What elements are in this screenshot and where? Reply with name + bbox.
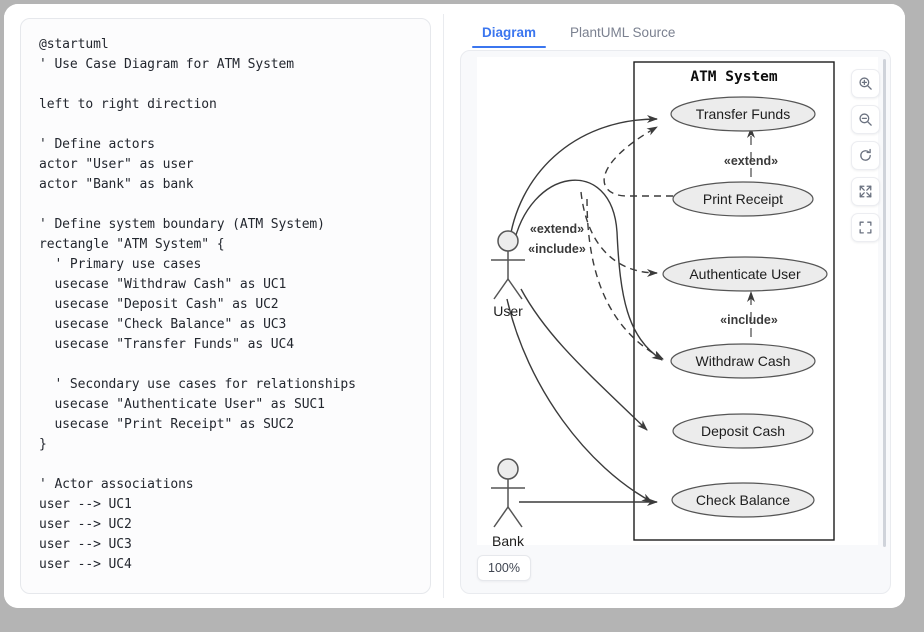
use-case-authenticate-user[interactable]: Authenticate User [662, 256, 828, 292]
preview-pane: Diagram PlantUML Source [444, 4, 905, 608]
app-window: @startuml ' Use Case Diagram for ATM Sys… [4, 4, 905, 608]
zoom-level-badge[interactable]: 100% [477, 555, 531, 581]
fit-screen-button[interactable] [851, 177, 880, 206]
stereotype-include-left: «include» [528, 242, 586, 256]
use-case-label: Print Receipt [703, 191, 783, 207]
system-boundary: ATM System [633, 61, 835, 541]
reset-view-button[interactable] [851, 141, 880, 170]
actor-bank[interactable]: Bank [491, 458, 525, 549]
zoom-in-button[interactable] [851, 69, 880, 98]
dependency-edges [580, 126, 673, 360]
use-case-print-receipt[interactable]: Print Receipt [672, 181, 814, 217]
use-case-label: Deposit Cash [701, 423, 785, 439]
uml-use-case-diagram: ATM System [491, 61, 835, 549]
plantuml-source-code[interactable]: @startuml ' Use Case Diagram for ATM Sys… [39, 37, 356, 572]
fullscreen-button[interactable] [851, 213, 880, 242]
fullscreen-icon [858, 220, 873, 235]
actor-user[interactable]: User [491, 230, 525, 319]
use-case-transfer-funds[interactable]: Transfer Funds [670, 96, 816, 132]
use-case-nodes: Transfer Funds Print Receipt Authenticat… [662, 96, 828, 518]
use-case-deposit-cash[interactable]: Deposit Cash [672, 413, 814, 449]
stereotype-include-withdraw: «include» [720, 313, 778, 327]
actor-label: Bank [492, 533, 525, 549]
tab-diagram[interactable]: Diagram [468, 22, 550, 48]
stereotype-extend-left: «extend» [530, 222, 584, 236]
association-edges [506, 115, 663, 506]
use-case-label: Check Balance [696, 492, 790, 508]
tab-plantuml-source[interactable]: PlantUML Source [556, 22, 689, 48]
code-editor-pane: @startuml ' Use Case Diagram for ATM Sys… [4, 4, 443, 608]
code-editor-card[interactable]: @startuml ' Use Case Diagram for ATM Sys… [20, 18, 431, 594]
use-case-check-balance[interactable]: Check Balance [671, 482, 815, 518]
zoom-out-icon [858, 112, 873, 127]
reset-icon [858, 148, 873, 163]
diagram-toolbar [851, 69, 880, 242]
preview-vertical-scrollbar[interactable] [882, 59, 887, 547]
use-case-label: Withdraw Cash [696, 353, 791, 369]
boundary-title: ATM System [690, 69, 778, 85]
fit-screen-icon [858, 184, 873, 199]
use-case-withdraw-cash[interactable]: Withdraw Cash [670, 343, 816, 379]
use-case-label: Authenticate User [689, 266, 801, 282]
use-case-label: Transfer Funds [696, 106, 790, 122]
actor-label: User [493, 303, 523, 319]
diagram-preview-card: ATM System [460, 50, 891, 594]
preview-tabbar: Diagram PlantUML Source [460, 18, 891, 48]
zoom-in-icon [858, 76, 873, 91]
stereotype-extend-transfer: «extend» [724, 154, 778, 168]
zoom-out-button[interactable] [851, 105, 880, 134]
diagram-canvas[interactable]: ATM System [477, 57, 878, 549]
pane-divider [443, 14, 444, 598]
scrollbar-thumb[interactable] [883, 59, 886, 547]
